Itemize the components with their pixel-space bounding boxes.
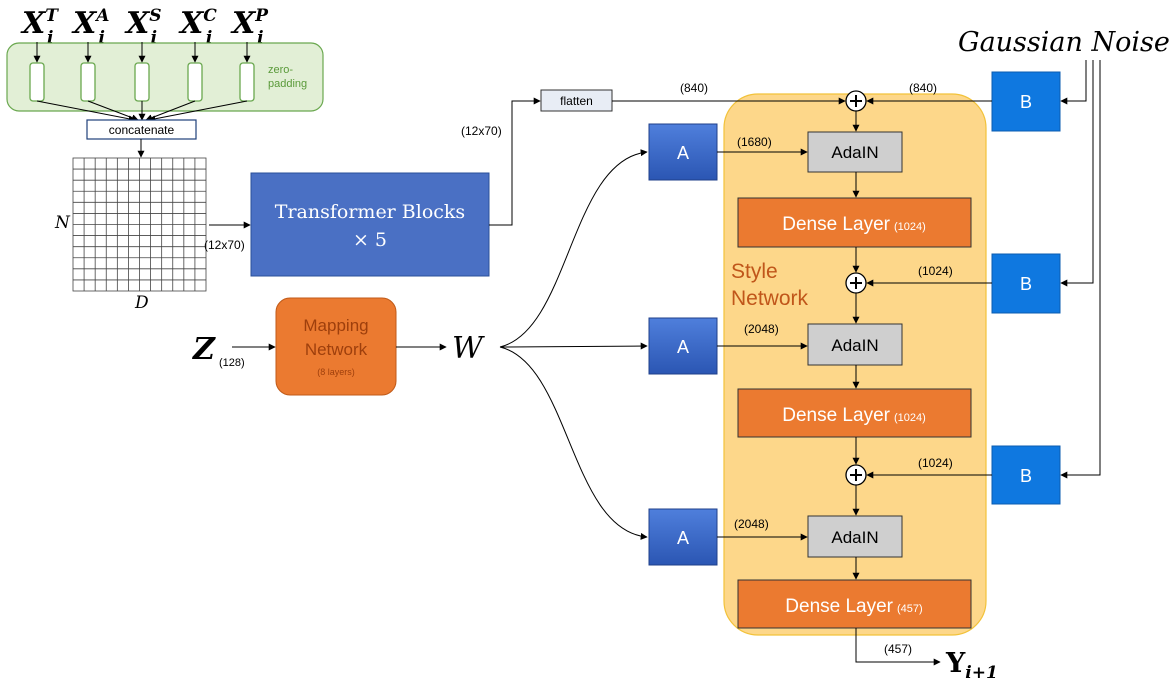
dim-output: (457) bbox=[884, 642, 912, 656]
zero-padding-box bbox=[6, 42, 324, 112]
adain-2: AdaIN bbox=[807, 323, 903, 366]
svg-text:A: A bbox=[677, 528, 689, 548]
a-block-2: A bbox=[648, 317, 718, 375]
dim-a3: (2048) bbox=[734, 517, 769, 531]
add-node-1 bbox=[845, 90, 867, 112]
mapping-label: Mapping bbox=[303, 316, 368, 335]
transformer-blocks bbox=[250, 172, 490, 277]
b-block-1: B bbox=[991, 71, 1061, 132]
b-to-add-arrows bbox=[866, 97, 992, 479]
input-matrix bbox=[72, 157, 207, 292]
svg-text:A: A bbox=[677, 143, 689, 163]
adain-1: AdaIN bbox=[807, 131, 903, 173]
dim-flatten-out: (840) bbox=[680, 81, 708, 95]
svg-text:A: A bbox=[677, 337, 689, 357]
concat-arrows bbox=[36, 100, 248, 123]
z-dim: (128) bbox=[219, 357, 245, 369]
matrix-row-label: N bbox=[54, 213, 71, 233]
input-arrows bbox=[33, 42, 251, 63]
style-network-label-2: Network bbox=[731, 287, 809, 310]
dim-matrix-out: (12x70) bbox=[204, 238, 245, 252]
svg-text:AdaIN: AdaIN bbox=[831, 336, 878, 355]
transformer-to-flatten-arrow bbox=[489, 97, 541, 226]
dim-transformer-out: (12x70) bbox=[461, 124, 502, 138]
output-arrow bbox=[855, 628, 941, 666]
a-block-3: A bbox=[648, 508, 718, 566]
add-node-2 bbox=[845, 272, 867, 294]
noise-arrows bbox=[1060, 60, 1101, 479]
svg-text:B: B bbox=[1020, 274, 1032, 294]
b-block-2: B bbox=[991, 253, 1061, 314]
svg-text:B: B bbox=[1020, 466, 1032, 486]
style-network-label: Style bbox=[731, 260, 778, 283]
svg-text:Dense Layer(457): Dense Layer(457) bbox=[785, 596, 922, 617]
dense-layer-3: Dense Layer(457) bbox=[737, 579, 972, 629]
concatenate-label: concatenate bbox=[109, 123, 175, 137]
dense-layer-2: Dense Layer(1024) bbox=[737, 388, 972, 438]
w-to-a-arrows bbox=[499, 149, 648, 540]
dense-layer-1: Dense Layer(1024) bbox=[737, 197, 972, 248]
svg-text:Dense Layer(1024): Dense Layer(1024) bbox=[782, 405, 926, 426]
svg-text:B: B bbox=[1020, 92, 1032, 112]
output-label: Yi+1 bbox=[945, 648, 998, 681]
input-slots bbox=[29, 62, 255, 102]
mapping-sub: (8 layers) bbox=[317, 367, 355, 377]
dim-noise-b2: (1024) bbox=[918, 264, 953, 278]
matrix-col-label: D bbox=[134, 293, 149, 313]
zero-padding-label-2: padding bbox=[268, 78, 307, 90]
a-to-adain-arrows bbox=[717, 148, 808, 541]
dim-a1: (1680) bbox=[737, 135, 772, 149]
svg-text:Dense Layer(1024): Dense Layer(1024) bbox=[782, 214, 926, 235]
transformer-label: Transformer Blocks bbox=[275, 201, 465, 223]
zero-padding-label: zero- bbox=[268, 64, 293, 76]
svg-text:AdaIN: AdaIN bbox=[831, 528, 878, 547]
dim-noise-b1: (840) bbox=[909, 81, 937, 95]
w-label: W bbox=[452, 331, 485, 366]
b-block-3: B bbox=[991, 445, 1061, 505]
mapping-label-2: Network bbox=[305, 340, 368, 359]
add-node-3 bbox=[845, 464, 867, 486]
flatten-label: flatten bbox=[560, 94, 593, 108]
dim-noise-b3: (1024) bbox=[918, 456, 953, 470]
dim-a2: (2048) bbox=[744, 322, 779, 336]
adain-3: AdaIN bbox=[807, 515, 903, 558]
svg-text:AdaIN: AdaIN bbox=[831, 143, 878, 162]
gaussian-noise-label: Gaussian Noise bbox=[958, 27, 1170, 58]
transformer-repeat: × 5 bbox=[353, 229, 387, 251]
z-label: Z bbox=[192, 332, 216, 367]
a-block-1: A bbox=[648, 123, 718, 181]
